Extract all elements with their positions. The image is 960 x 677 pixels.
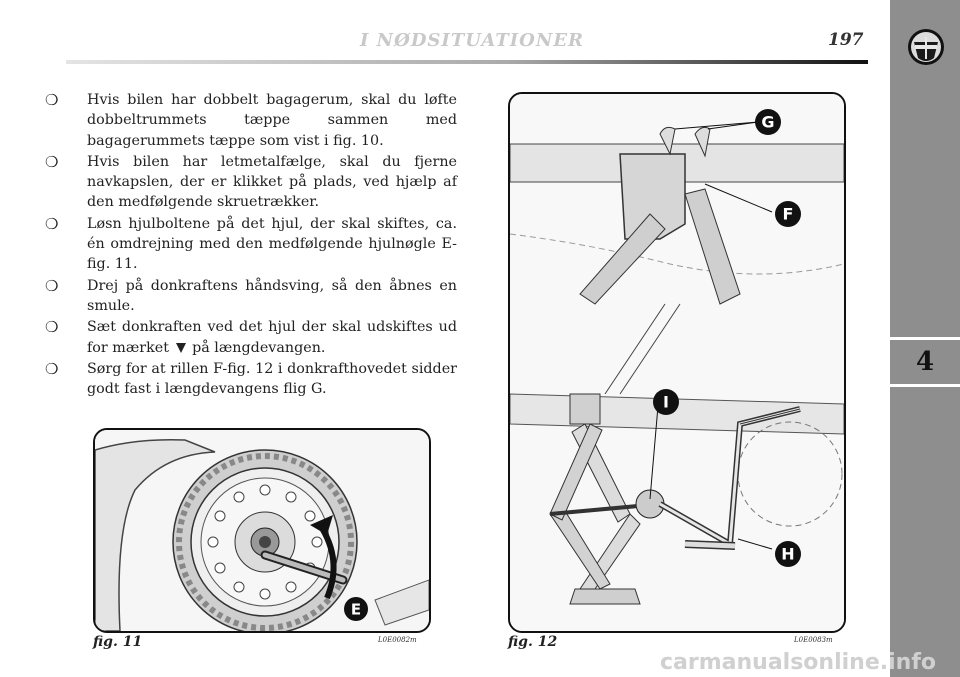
svg-text:G: G xyxy=(761,113,774,132)
wheel-wrench-illustration xyxy=(95,430,429,631)
instruction-item: ❍Drej på donkraftens håndsving, så den å… xyxy=(45,276,457,314)
figure-11-caption: fig. 11 xyxy=(93,634,143,650)
bullet-icon: ❍ xyxy=(45,276,59,295)
instruction-item: ❍Sørg for at rillen F-fig. 12 i donkraft… xyxy=(45,359,457,398)
figure-11-code: L0E0082m xyxy=(378,636,417,644)
svg-text:F: F xyxy=(783,205,794,224)
bullet-icon: ❍ xyxy=(45,359,59,378)
figure-11-wheel-wrench: E xyxy=(93,428,431,633)
svg-text:H: H xyxy=(781,545,794,564)
callout-g-badge: G xyxy=(755,109,781,135)
svg-text:I: I xyxy=(663,393,669,412)
tab-divider-bottom xyxy=(890,384,960,387)
chapter-side-tab xyxy=(890,0,960,677)
instruction-list: ❍Hvis bilen har dobbelt bagagerum, skal … xyxy=(45,90,457,400)
svg-text:E: E xyxy=(351,601,361,619)
callout-i-badge: I xyxy=(653,389,679,415)
callout-f-badge: F xyxy=(775,201,801,227)
figure-12-code: L0E0083m xyxy=(794,636,833,644)
instruction-item: ❍Sæt donkraften ved det hjul der skal ud… xyxy=(45,318,457,356)
instruction-item: ❍Hvis bilen har dobbelt bagagerum, skal … xyxy=(45,91,457,149)
callout-e-badge: E xyxy=(344,597,368,621)
bullet-icon: ❍ xyxy=(45,318,59,337)
figure-12-jack: G F I H xyxy=(508,92,846,633)
callout-h-badge: H xyxy=(775,541,801,567)
bullet-icon: ❍ xyxy=(45,91,59,109)
bullet-icon: ❍ xyxy=(45,152,59,171)
tab-divider-top xyxy=(890,337,960,340)
instruction-item: ❍Hvis bilen har letmetalfælge, skal du f… xyxy=(45,152,457,211)
triangle-marker-icon xyxy=(175,342,186,353)
instruction-item: ❍Løsn hjulboltene på det hjul, der skal … xyxy=(45,214,457,273)
figure-12-caption: fig. 12 xyxy=(508,634,558,650)
header-divider xyxy=(66,60,868,64)
watermark-text: carmanualsonline.info xyxy=(660,650,936,675)
page-number: 197 xyxy=(828,30,864,50)
bullet-icon: ❍ xyxy=(45,214,59,233)
chapter-number: 4 xyxy=(915,347,935,377)
brand-logo-icon xyxy=(908,29,944,65)
section-title: I NØDSITUATIONER xyxy=(360,30,584,51)
